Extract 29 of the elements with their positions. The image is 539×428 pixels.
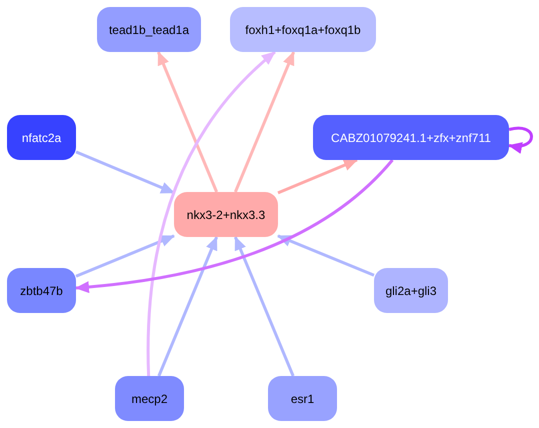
- arrow: [156, 51, 218, 193]
- node-label: tead1b_tead1a: [108, 22, 190, 36]
- node-label: zbtb47b: [20, 284, 63, 298]
- gene-node: [115, 376, 184, 421]
- arrow: [146, 50, 276, 376]
- arrow: [277, 158, 358, 194]
- gene-node: [97, 7, 201, 52]
- arrow: [234, 236, 295, 377]
- arrow: [157, 236, 218, 377]
- node-label: CABZ01079241.1+zfx+znf711: [331, 130, 491, 144]
- node-label: gli2a+gli3: [385, 284, 437, 298]
- arrow: [277, 234, 375, 277]
- node-label: nfatc2a: [22, 130, 62, 144]
- node-label: mecp2: [131, 392, 168, 406]
- node-label: foxh1+foxq1a+foxq1b: [245, 22, 361, 36]
- arrow: [75, 234, 175, 278]
- arrow: [75, 150, 175, 194]
- node-label: esr1: [290, 392, 314, 406]
- gene-node: [313, 115, 509, 160]
- gene-node: [174, 192, 278, 237]
- gene-node: [374, 268, 448, 313]
- gene-node: [7, 115, 76, 160]
- node-label: nkx3-2+nkx3.3: [186, 208, 266, 222]
- arrow: [75, 159, 394, 293]
- gene-node: [268, 376, 337, 421]
- arrow: [508, 126, 533, 153]
- gene-node: [7, 268, 76, 313]
- gene-node: [230, 7, 376, 52]
- arrow: [234, 51, 296, 193]
